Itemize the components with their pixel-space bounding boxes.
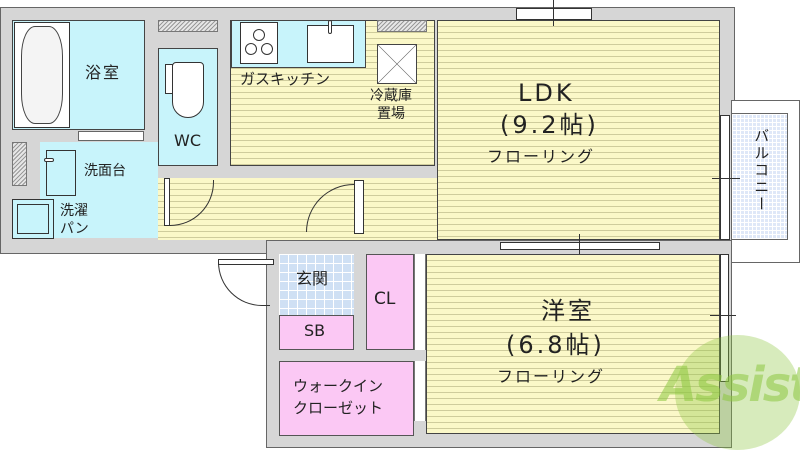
closet [366,254,414,350]
burner-icon [253,29,265,41]
western-room-size: (6.8帖) [506,331,605,359]
western-room [426,254,720,434]
ldk-top-window-marker [553,0,554,26]
burner-icon [245,43,257,55]
burner-icon [261,43,273,55]
entrance-door-swing [218,262,270,306]
gas-stove-icon [240,22,278,64]
walk-in-closet [279,361,414,436]
ldk-floor-type: フローリング [487,147,596,166]
bathroom-door [78,131,144,141]
ldk-name: LDK [518,79,575,107]
walk-in-closet-label-line2: クローゼット [293,399,384,417]
faucet-icon [328,20,332,34]
kitchen-sink-icon [307,20,354,63]
walk-in-closet-door[interactable] [414,361,426,421]
wc-label: WC [174,131,201,150]
bathroom-label: 浴室 [85,63,122,82]
watermark-logo: Assist [660,357,800,413]
interior-sliding-door [500,242,660,250]
washbasin-unit [46,150,76,196]
fridge-space-icon [377,44,417,84]
watermark-circle [675,335,800,450]
bathtub [14,22,70,128]
hatched-wall-fridge [377,20,427,32]
toilet-bowl [172,62,204,118]
balcony-door-marker [712,178,740,179]
western-room-floor-type: フローリング [497,367,606,386]
balcony-label: バルコニー [752,128,771,213]
ldk-top-window [516,8,592,20]
washbasin-label: 洗面台 [84,163,126,179]
entrance [279,254,354,315]
ldk-door-opening [354,180,364,234]
ldk-room [437,20,720,240]
walk-in-closet-label-line1: ウォークイン [293,377,384,395]
entrance-label: 玄関 [296,269,329,288]
western-room-window [720,254,729,382]
hatched-wall-wc [158,20,218,32]
laundry-pan-inner [17,204,49,234]
ldk-size: (9.2帖) [500,111,599,139]
closet-door[interactable] [414,254,426,350]
laundry-pan-label-line1: 洗濯 [60,203,88,219]
western-room-name: 洋室 [541,297,595,325]
laundry-pan-label-line2: パン [60,221,89,237]
balcony [731,113,788,240]
shoebox-label: SB [304,321,326,340]
balcony-sliding-door [720,115,730,240]
laundry-pan [12,199,54,239]
shoebox [279,315,354,350]
faucet-icon [44,158,54,162]
kitchen-label: ガスキッチン [240,70,331,88]
fridge-space-label-line2: 置場 [377,106,405,122]
western-room-window-marker [710,315,736,316]
hatched-wall-washroom [12,142,27,186]
fridge-space-label-line1: 冷蔵庫 [370,88,412,104]
closet-label: CL [374,289,396,309]
bathtub-inner [21,26,63,124]
interior-door-marker [579,234,580,256]
